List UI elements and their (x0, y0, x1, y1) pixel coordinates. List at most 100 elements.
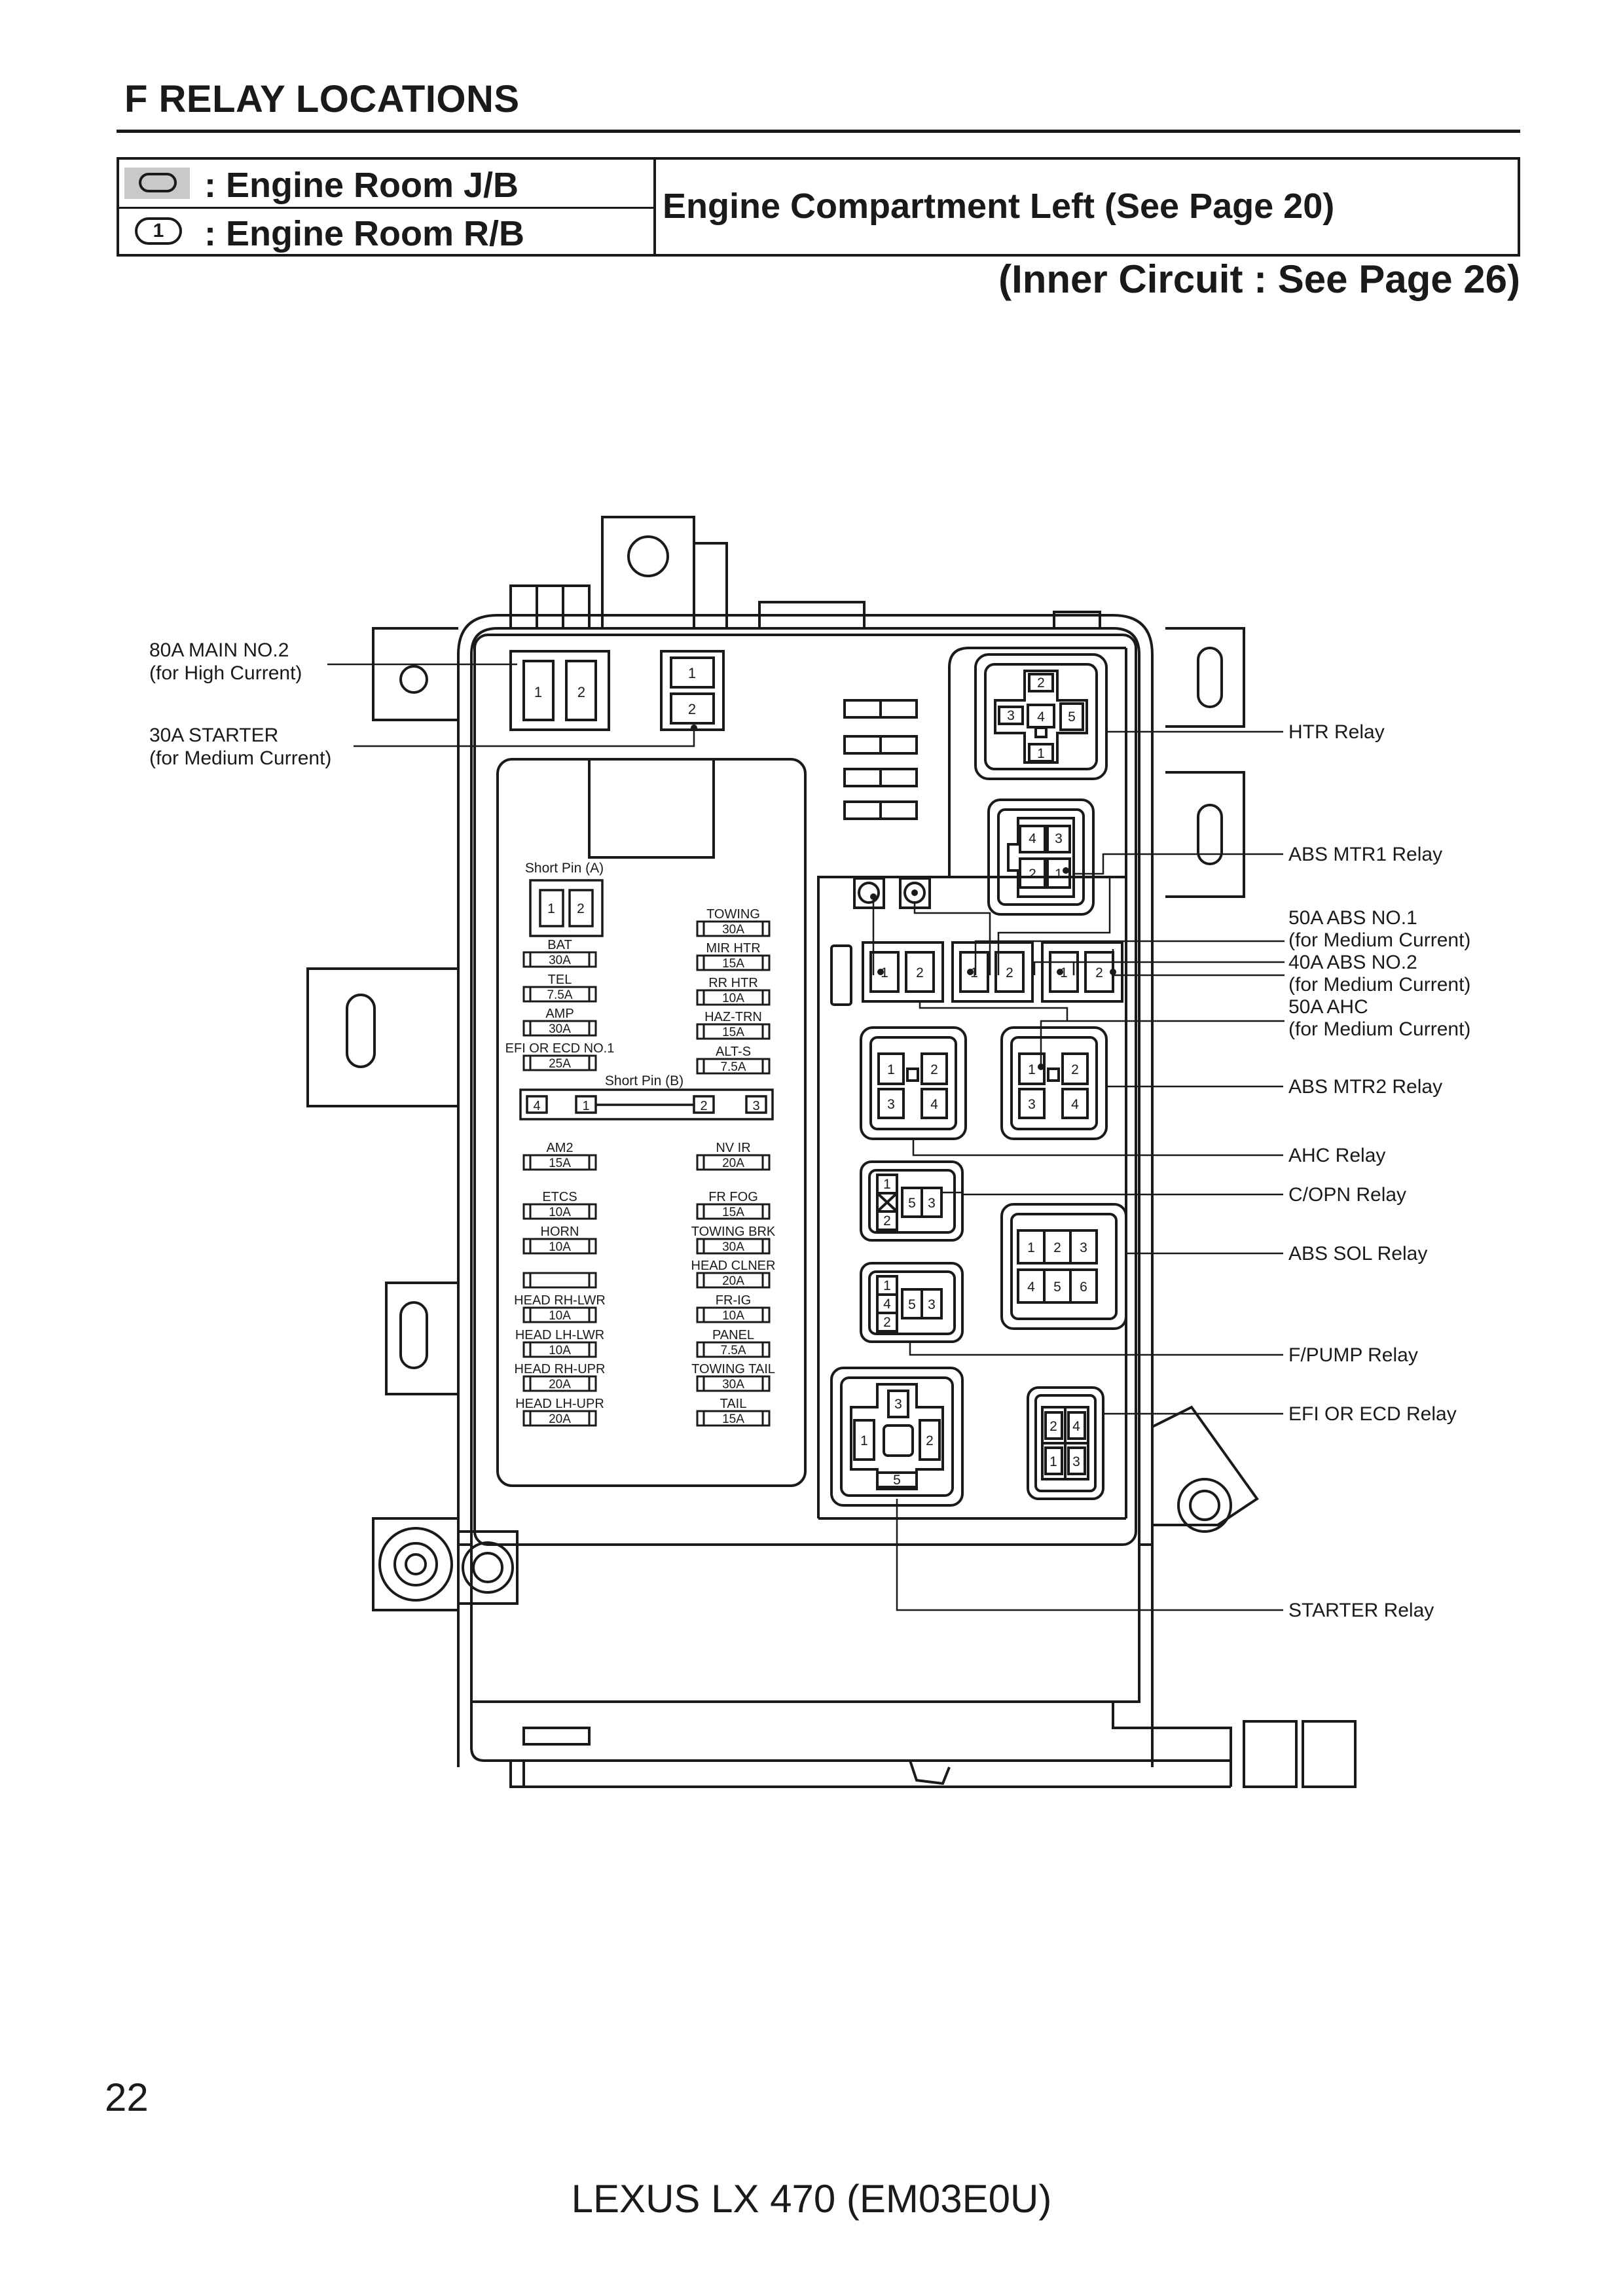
leader-lines (327, 663, 1285, 1611)
terminal-posts (853, 877, 931, 909)
callout-fpump-relay: F/PUMP Relay (1288, 1344, 1418, 1366)
relay-area-border (817, 647, 1126, 1518)
abs-mtr1-pin-3: 3 (1055, 831, 1063, 846)
left-fuse-1 (522, 986, 597, 1003)
left-fuse-name-3: EFI OR ECD NO.1 (505, 1041, 615, 1056)
fpump-pin-5: 5 (908, 1297, 916, 1312)
left-fuse-amp-6: 10A (549, 1240, 571, 1254)
right-fuse-4 (696, 1058, 771, 1075)
right-lower-bracket (1152, 1405, 1259, 1526)
callout-abs-mtr2-relay: ABS MTR2 Relay (1288, 1076, 1442, 1098)
ahc-pin-3: 3 (1028, 1097, 1036, 1112)
legend-row-jb: : Engine Room J/B (119, 160, 653, 209)
right-fuse-name-4: ALT-S (716, 1045, 751, 1059)
top-tab-hole (627, 535, 669, 577)
fpump-pin-1: 1 (883, 1278, 891, 1293)
left-fuse-name-5: ETCS (542, 1190, 577, 1204)
abs-mtr2-pin-1: 1 (887, 1062, 895, 1077)
efi-pin-4: 4 (1072, 1419, 1080, 1434)
left-fuse-name-0: BAT (547, 938, 572, 952)
right-fuse-0 (696, 920, 771, 937)
htr-pin-1: 1 (1037, 746, 1045, 761)
starter-fuse-pin-2: 2 (688, 701, 696, 717)
legend-left-cell: : Engine Room J/B 1 : Engine Room R/B (119, 160, 656, 254)
left-fuse-name-9: HEAD LH-LWR (515, 1328, 604, 1342)
short-pin-b-pin-2: 2 (700, 1099, 707, 1113)
main-fuse-pin-2: 2 (577, 684, 585, 700)
fpump-pin-3: 3 (928, 1297, 936, 1312)
right-fuse-name-12: TAIL (720, 1397, 747, 1411)
left-ear-mid (306, 967, 458, 1107)
inner-circuit-reference: (Inner Circuit : See Page 26) (998, 257, 1520, 301)
left-fuse-4 (522, 1154, 597, 1171)
fpump-relay (860, 1262, 964, 1343)
right-fuse-7 (696, 1238, 771, 1255)
starter-relay-pin-2: 2 (926, 1433, 934, 1448)
right-fuse-amp-0: 30A (722, 923, 744, 937)
short-pin-b-pin-4: 4 (533, 1099, 540, 1113)
top-tab-small (693, 542, 728, 628)
right-fuse-name-6: FR FOG (708, 1190, 758, 1204)
left-fuse-name-2: AMP (545, 1007, 574, 1021)
fpump-pin-2: 2 (883, 1315, 891, 1330)
callout-main-fuse-name: 80A MAIN NO.2 (149, 639, 289, 661)
callout-abs-no2-note: (for Medium Current) (1288, 974, 1470, 996)
starter-fuse-block (660, 650, 725, 731)
starter-relay-pin-1: 1 (860, 1433, 868, 1448)
right-fuse-3 (696, 1023, 771, 1040)
callout-main-fuse-note: (for High Current) (149, 662, 302, 684)
left-fuse-amp-9: 10A (549, 1344, 571, 1357)
copn-relay (860, 1160, 964, 1242)
short-pin-a-label: Short Pin (A) (525, 861, 604, 876)
main-fuse-pin-1: 1 (534, 684, 542, 700)
left-fuse-9 (522, 1341, 597, 1358)
htr-pin-2: 2 (1037, 675, 1045, 691)
right-fuse-name-9: FR-IG (716, 1293, 751, 1308)
right-fuse-12 (696, 1410, 771, 1427)
right-fuse-2 (696, 989, 771, 1006)
left-ear-lower (385, 1282, 458, 1395)
document-footer: LEXUS LX 470 (EM03E0U) (571, 2177, 1052, 2221)
abs-no1-pin-1: 1 (881, 965, 888, 980)
right-fuse-amp-6: 15A (722, 1206, 744, 1219)
legend-row-rb: 1 : Engine Room R/B (119, 208, 653, 255)
left-fuse-3 (522, 1054, 597, 1071)
copn-pin-1: 1 (883, 1177, 891, 1192)
right-fuse-6 (696, 1203, 771, 1220)
abs-no1-pin-2: 2 (916, 965, 924, 980)
right-fuse-9 (696, 1306, 771, 1323)
right-fuse-name-0: TOWING (706, 907, 760, 922)
right-fuse-amp-3: 15A (722, 1026, 744, 1039)
left-fuse-amp-0: 30A (549, 954, 571, 967)
leader-ahc-fuse (1040, 1020, 1285, 1067)
right-fuse-amp-4: 7.5A (720, 1060, 746, 1074)
right-fuse-11 (696, 1375, 771, 1392)
starter-fuse-pin-1: 1 (688, 665, 696, 681)
right-fuse-amp-10: 7.5A (720, 1344, 746, 1357)
left-fuse-0 (522, 951, 597, 968)
abs-sol-pin-1: 1 (1027, 1240, 1035, 1255)
efi-pin-2: 2 (1049, 1419, 1057, 1434)
callout-starter-fuse-name: 30A STARTER (149, 725, 278, 746)
left-fuse-name-10: HEAD RH-UPR (515, 1362, 606, 1376)
right-fuse-name-2: RR HTR (708, 976, 758, 990)
abs-no2-pin-2: 2 (1006, 965, 1013, 980)
legend-label-jb: : Engine Room J/B (204, 166, 519, 205)
short-pin-b-label: Short Pin (B) (605, 1073, 684, 1088)
callout-abs-no1-note: (for Medium Current) (1288, 929, 1470, 951)
left-fuse-name-6: HORN (541, 1225, 579, 1239)
callout-starter-relay: STARTER Relay (1288, 1600, 1434, 1621)
ahc-fuse-pin-2: 2 (1095, 965, 1103, 980)
copn-pin-3: 3 (928, 1196, 936, 1211)
abs-sol-pin-4: 4 (1027, 1280, 1035, 1295)
right-fuse-amp-7: 30A (722, 1240, 744, 1254)
callout-efi-relay: EFI OR ECD Relay (1288, 1403, 1457, 1425)
callout-abs-sol-relay: ABS SOL Relay (1288, 1243, 1427, 1265)
body-outer (457, 614, 1154, 1767)
right-fuse-1 (696, 954, 771, 971)
right-fuse-name-5: NV IR (716, 1141, 750, 1155)
abs-fuse-block (862, 941, 1123, 1003)
leader-copn (943, 1191, 1283, 1196)
abs-sol-pin-6: 6 (1080, 1280, 1087, 1295)
left-fuse-10 (522, 1375, 597, 1392)
